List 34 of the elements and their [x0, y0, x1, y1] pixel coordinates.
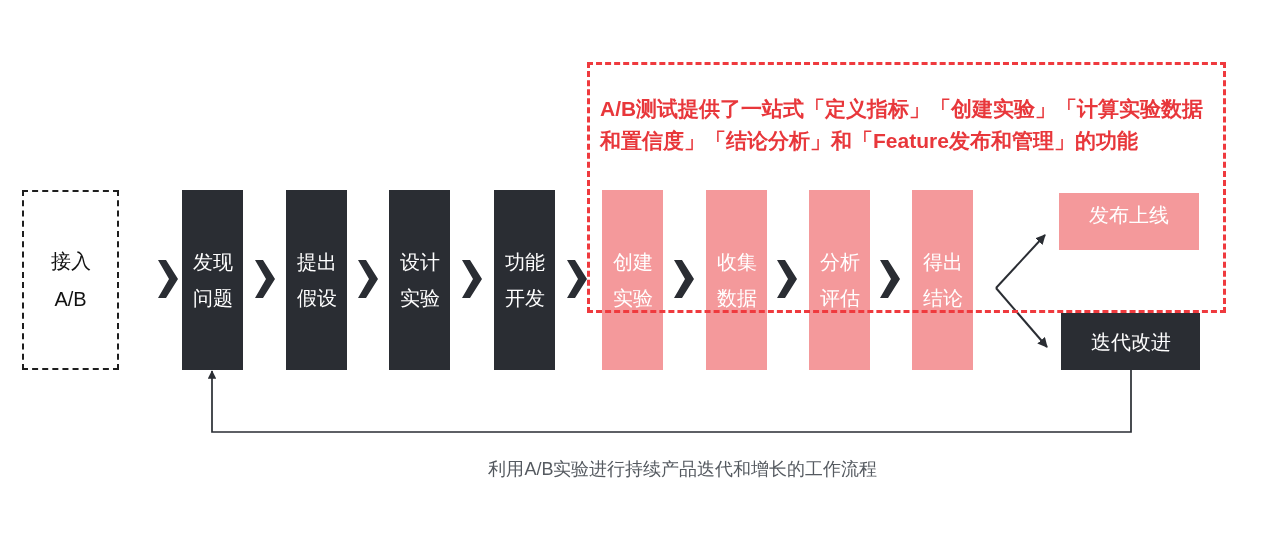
step-label: 提出假设: [295, 250, 338, 311]
step-label: 收集数据: [715, 250, 758, 311]
chevron-arrow: [358, 260, 378, 298]
chevron-arrow: [777, 260, 797, 298]
process-box: [494, 190, 555, 370]
arrow: [995, 234, 1046, 289]
outcome-box: [1061, 313, 1200, 370]
step-label: 得出结论: [921, 250, 964, 311]
step-label: 发现问题: [191, 250, 234, 311]
process-box: [286, 190, 347, 370]
chevron-arrow: [255, 260, 275, 298]
step-label: 分析评估: [818, 250, 861, 311]
chevron-arrow: [674, 260, 694, 298]
process-box: [182, 190, 243, 370]
description-text: A/B测试提供了一站式「定义指标」「创建实验」「计算实验数据和置信度」「结论分析」和「Feature发布和管理」的功能: [600, 96, 1205, 154]
step-label: 创建实验: [611, 250, 654, 311]
step-label: 功能开发: [503, 250, 546, 311]
process-box: [389, 190, 450, 370]
step-label: 接入A/B: [49, 249, 92, 312]
step-label: 设计实验: [398, 250, 441, 311]
dashed-start-box: [22, 190, 119, 370]
chevron-arrow: [462, 260, 482, 298]
arrow: [995, 287, 1048, 348]
caption: 利用A/B实验进行持续产品迭代和增长的工作流程: [487, 458, 879, 481]
highlighted-process-box: [809, 190, 870, 370]
highlighted-process-box: [912, 190, 973, 370]
chevron-arrow: [880, 260, 900, 298]
highlighted-process-box: [706, 190, 767, 370]
feedback-arrow: [207, 369, 1132, 433]
chevron-arrow: [567, 260, 587, 298]
highlighted-process-box: [602, 190, 663, 370]
step-label: 迭代改进: [1090, 329, 1171, 355]
outcome-box: [1059, 193, 1199, 250]
step-label: 发布上线: [1089, 203, 1169, 228]
